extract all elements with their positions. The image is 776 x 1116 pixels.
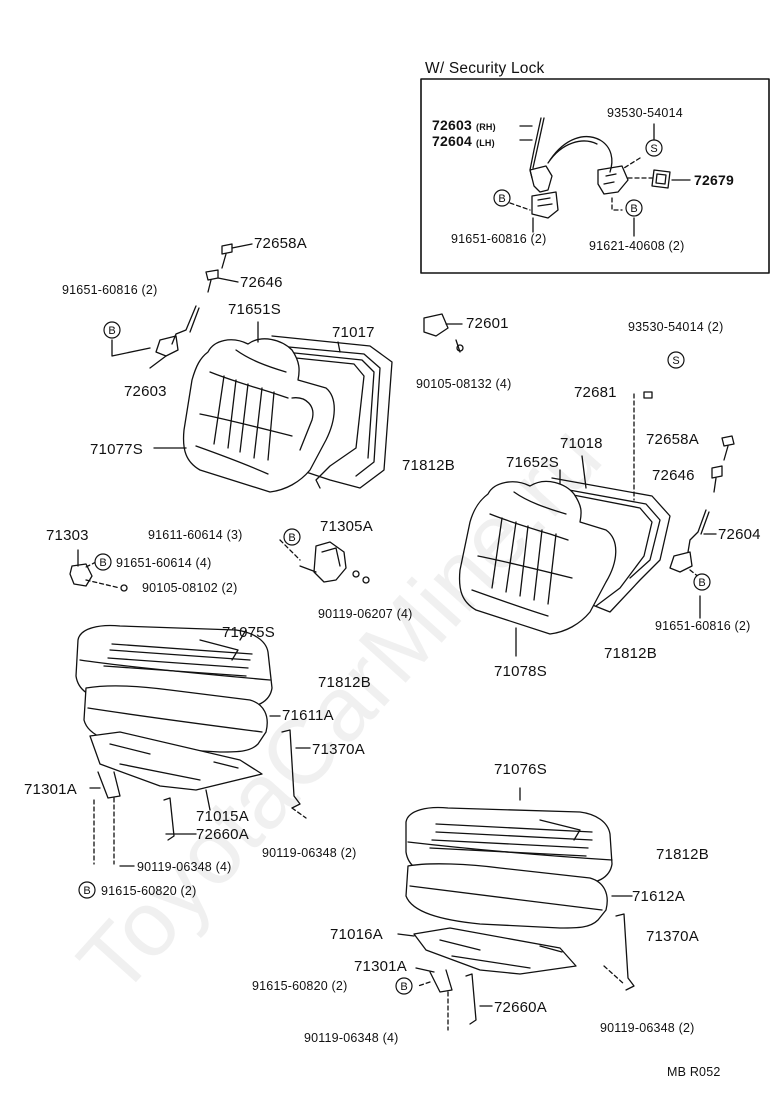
right-top-fasteners [423,313,735,493]
left-seat-back-frame [271,335,393,489]
label-91621-inset: 91621-40608 (2) [589,239,685,253]
label-71015a: 71015A [196,808,249,825]
left-straps [163,729,301,841]
badge-s-inset: S [645,139,663,157]
label-71016a: 71016A [330,926,383,943]
label-93530-inset: 93530-54014 [607,106,683,120]
label-91651-60614: 91651-60614 (4) [116,556,212,570]
label-90105-08102: 90105-08102 (2) [142,581,238,595]
right-cushion-leaders [417,965,625,1031]
svg-text:B: B [108,325,115,337]
label-90119-06207: 90119-06207 (4) [318,607,413,621]
label-72658a-right: 72658A [646,431,699,448]
label-91651-inset: 91651-60816 (2) [451,232,547,246]
left-lock-bracket [155,305,200,357]
label-71303: 71303 [46,527,89,544]
left-cushion-pan [89,731,263,799]
left-cushion-leaders [93,797,307,865]
footer-code: MB R052 [667,1065,721,1079]
label-71812b-right-2: 71812B [656,846,709,863]
label-71075s: 71075S [222,624,275,641]
svg-text:B: B [288,532,295,544]
label-72646-left: 72646 [240,274,283,291]
label-72604-inset: 72604 (LH) [432,133,495,149]
label-72646-right: 72646 [652,467,695,484]
label-72679: 72679 [694,172,734,188]
label-93530-right: 93530-54014 (2) [628,320,724,334]
inset-leaders [519,123,691,237]
leader-lines [77,321,717,1007]
label-91615-left: 91615-60820 (2) [101,884,197,898]
label-71812b-left-2: 71812B [318,674,371,691]
label-71812b-right: 71812B [604,645,657,662]
label-71076s: 71076S [494,761,547,778]
label-72604-right: 72604 [718,526,761,543]
svg-text:B: B [498,193,505,205]
label-72601: 72601 [466,315,509,332]
right-back-leaders [633,393,701,579]
label-72660a-right: 72660A [494,999,547,1016]
label-71370a-right: 71370A [646,928,699,945]
right-cushion-frame [405,863,608,929]
badge-b-left-cushion: B [78,881,96,899]
label-72603-left: 72603 [124,383,167,400]
label-71301a-left: 71301A [24,781,77,798]
badge-b-left-back: B [103,321,121,339]
label-72681: 72681 [574,384,617,401]
label-91651-left: 91651-60816 (2) [62,283,158,297]
badge-b-right-back: B [693,573,711,591]
svg-text:B: B [400,981,407,993]
label-71370a-left: 71370A [312,741,365,758]
label-71812b-left: 71812B [402,457,455,474]
label-90119-06348-left-2: 90119-06348 (2) [262,846,357,860]
label-90119-06348-left-4: 90119-06348 (4) [137,860,232,874]
label-72658a-left: 72658A [254,235,307,252]
inset-leaders-dashed [509,157,653,211]
badge-b-left-hinge-2: B [94,553,112,571]
svg-text:B: B [698,577,705,589]
badge-b-inset-right: B [625,199,643,217]
label-90119-06348-right-2: 90119-06348 (2) [600,1021,695,1035]
svg-text:S: S [650,143,657,155]
left-hinge-leaders [83,539,301,589]
label-91615-right: 91615-60820 (2) [252,979,348,993]
label-71077s: 71077S [90,441,143,458]
svg-text:B: B [99,557,106,569]
label-91611: 91611-60614 (3) [148,528,243,542]
inset-title: W/ Security Lock [425,60,545,77]
right-seat-back-pad [458,480,617,635]
label-71652s: 71652S [506,454,559,471]
label-71078s: 71078S [494,663,547,680]
label-71301a-right: 71301A [354,958,407,975]
right-seat-back-frame [551,477,671,613]
security-lock-inset-frame [420,78,770,274]
label-90105-08132: 90105-08132 (4) [416,377,512,391]
right-lock-bracket [669,509,710,573]
left-top-fasteners [205,243,253,293]
svg-text:B: B [630,203,637,215]
label-71611a: 71611A [282,707,334,724]
left-hinge-parts [69,541,370,592]
label-71018: 71018 [560,435,603,452]
badge-b-inset-left: B [493,189,511,207]
right-cushion-pan [413,927,577,993]
label-71017: 71017 [332,324,375,341]
label-91651-right: 91651-60816 (2) [655,619,751,633]
label-72660a-left: 72660A [196,826,249,843]
svg-text:S: S [672,355,679,367]
inset-lock-assembly [529,117,671,219]
svg-text:B: B [83,885,90,897]
label-90119-06348-right-4: 90119-06348 (4) [304,1031,399,1045]
label-71612a: 71612A [632,888,685,905]
badge-b-right-cushion: B [395,977,413,995]
badge-b-left-hinge-1: B [283,528,301,546]
badge-s-right-back: S [667,351,685,369]
right-straps [465,913,635,1025]
label-71651s: 71651S [228,301,281,318]
label-71305a: 71305A [320,518,373,535]
label-72603-inset: 72603 (RH) [432,117,496,133]
left-seat-back-pad [182,338,335,493]
